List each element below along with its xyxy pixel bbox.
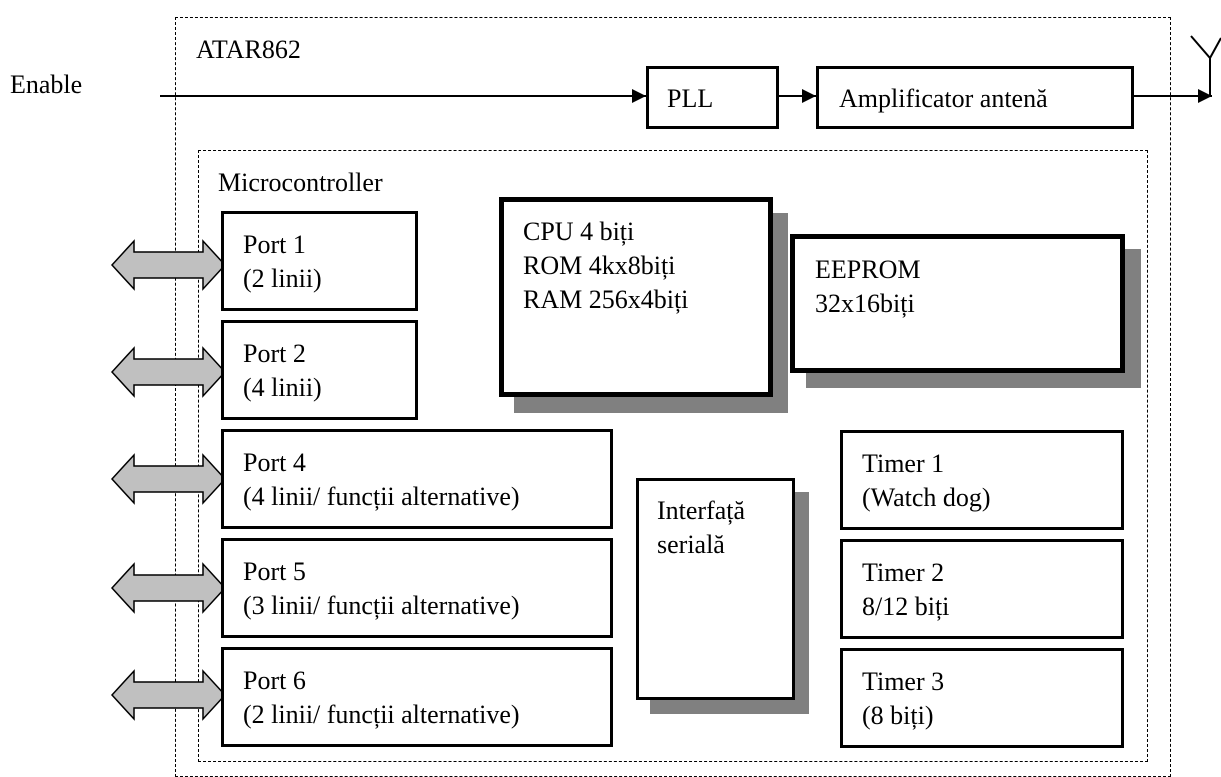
- timer-1-desc: (Watch dog): [862, 483, 991, 512]
- enable-label: Enable: [10, 70, 83, 99]
- port-1-block: [221, 211, 418, 311]
- cpu-line-3: RAM 256x4biți: [523, 285, 689, 314]
- serial-line-2: serială: [657, 530, 725, 559]
- port-1-name: Port 1: [243, 230, 306, 259]
- pll-block: [646, 66, 779, 129]
- port-5-block: [221, 538, 613, 638]
- timer-1-name: Timer 1: [862, 449, 945, 478]
- eeprom-block: [790, 234, 1125, 373]
- microcontroller-title: Microcontroller: [218, 168, 383, 197]
- port-4-name: Port 4: [243, 448, 306, 477]
- port-2-desc: (4 linii): [243, 373, 322, 402]
- port6-arrow: [110, 669, 227, 721]
- port1-arrow: [110, 239, 227, 291]
- timer-3-name: Timer 3: [862, 667, 945, 696]
- port4-arrow: [110, 453, 227, 505]
- port-4-desc: (4 linii/ funcții alternative): [243, 482, 520, 511]
- port-5-desc: (3 linii/ funcții alternative): [243, 591, 520, 620]
- port-4-block: [221, 429, 613, 529]
- eeprom-line-1: EEPROM: [815, 255, 921, 284]
- timer-2-name: Timer 2: [862, 558, 945, 587]
- timer-2-desc: 8/12 biți: [862, 592, 950, 621]
- timer-3-block: [840, 648, 1124, 748]
- serial-block: [636, 478, 795, 700]
- chip-title: ATAR862: [196, 35, 301, 64]
- timer-3-desc: (8 biți): [862, 701, 934, 730]
- cpu-block: [499, 197, 773, 397]
- port-2-block: [221, 320, 418, 420]
- port-6-desc: (2 linii/ funcții alternative): [243, 700, 520, 729]
- amplifier-block: [816, 66, 1134, 129]
- timer-2-block: [840, 539, 1124, 639]
- antenna-icon: [1190, 35, 1221, 60]
- pll-label: PLL: [667, 84, 714, 113]
- eeprom-line-2: 32x16biți: [815, 289, 915, 318]
- port-2-name: Port 2: [243, 339, 306, 368]
- port2-arrow: [110, 346, 227, 398]
- port5-arrow: [110, 562, 227, 614]
- cpu-line-1: CPU 4 biți: [523, 217, 635, 246]
- serial-line-1: Interfață: [657, 496, 746, 525]
- port-6-block: [221, 647, 613, 747]
- port-1-desc: (2 linii): [243, 264, 322, 293]
- amplifier-label: Amplificator antenă: [839, 84, 1048, 113]
- cpu-line-2: ROM 4kx8biți: [523, 251, 676, 280]
- port-6-name: Port 6: [243, 666, 306, 695]
- microcontroller-boundary: [198, 150, 1148, 762]
- timer-1-block: [840, 430, 1124, 530]
- port-5-name: Port 5: [243, 557, 306, 586]
